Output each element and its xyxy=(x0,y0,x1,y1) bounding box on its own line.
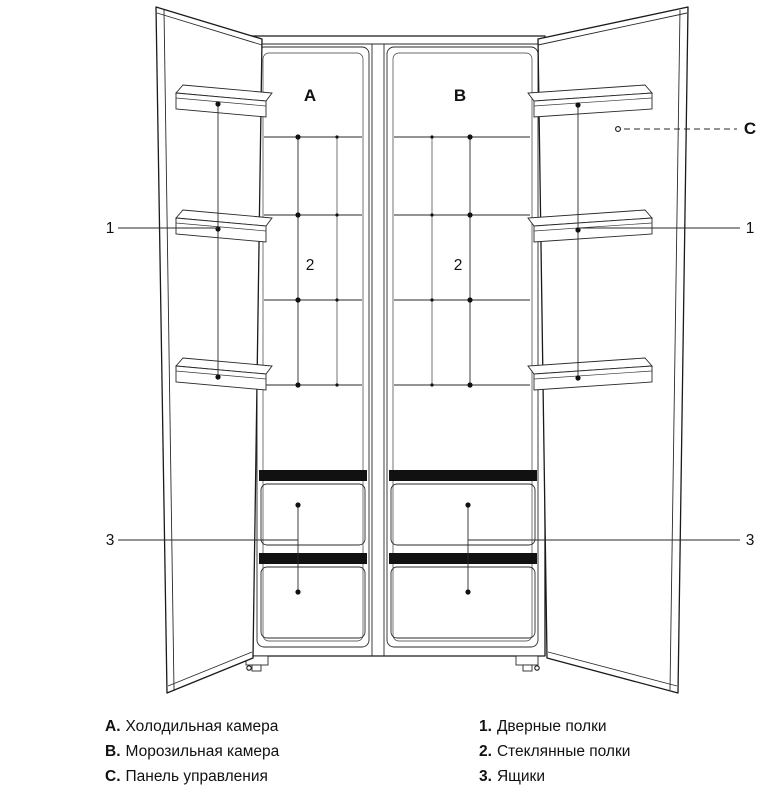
legend-key-3: 3. xyxy=(479,768,492,785)
drawer-rail xyxy=(259,470,367,481)
label-door-shelves-right: 1 xyxy=(746,220,755,237)
hinge-bracket-right xyxy=(515,655,539,666)
legend-column-letters: A.Холодильная камера B.Морозильная камер… xyxy=(105,714,279,789)
label-glass-shelves-left: 2 xyxy=(306,257,315,274)
drawer-front xyxy=(260,566,366,639)
drawer-front xyxy=(260,483,366,546)
label-compartment-a: A xyxy=(304,86,316,105)
door-bin xyxy=(175,357,273,391)
legend-key-c: C. xyxy=(105,768,121,785)
cabinet-body xyxy=(249,35,546,657)
legend-item-1: 1.Дверные полки xyxy=(479,714,630,739)
right-door-edge-line xyxy=(669,9,681,691)
label-control-panel-c: C xyxy=(744,119,756,138)
right-door-panel xyxy=(537,6,689,694)
drawer-rail xyxy=(389,553,537,564)
drawer-rail xyxy=(259,553,367,564)
door-bin xyxy=(527,209,653,243)
legend-item-2: 2.Стеклянные полки xyxy=(479,739,630,764)
label-compartment-b: B xyxy=(454,86,466,105)
legend-key-1: 1. xyxy=(479,718,492,735)
legend-key-2: 2. xyxy=(479,743,492,760)
fridge-line-drawing: A B C 1 1 2 2 3 3 xyxy=(106,6,756,694)
callout-leaders xyxy=(118,101,740,541)
legend-item-3: 3.Ящики xyxy=(479,764,630,789)
door-bin xyxy=(175,209,273,243)
legend-column-numbers: 1.Дверные полки 2.Стеклянные полки 3.Ящи… xyxy=(479,714,630,789)
glass-shelves-b xyxy=(394,134,530,388)
callout-labels: A B C 1 1 2 2 3 3 xyxy=(106,86,756,549)
hinge-pin-right xyxy=(534,665,540,671)
legend-label-b: Морозильная камера xyxy=(125,743,280,760)
drawer-front xyxy=(390,566,536,639)
legend-key-b: B. xyxy=(105,743,121,760)
door-bin xyxy=(175,84,273,118)
drawers-a xyxy=(259,470,367,639)
legend-item-c: C.Панель управления xyxy=(105,764,279,789)
compartment-b xyxy=(386,46,539,648)
legend-item-b: B.Морозильная камера xyxy=(105,739,279,764)
door-bin xyxy=(527,357,653,391)
legend-key-a: A. xyxy=(105,718,121,735)
legend-item-a: A.Холодильная камера xyxy=(105,714,279,739)
label-glass-shelves-right: 2 xyxy=(454,257,463,274)
legend-label-c: Панель управления xyxy=(125,768,268,785)
left-door-edge-line xyxy=(163,9,175,691)
drawer-rail xyxy=(389,470,537,481)
door-bin xyxy=(527,84,653,118)
label-drawers-left: 3 xyxy=(106,532,115,549)
left-door xyxy=(155,6,273,694)
hinge-pin-left xyxy=(246,665,252,671)
liner-inner xyxy=(262,52,364,642)
drawer-front xyxy=(390,483,536,546)
legend-label-1: Дверные полки xyxy=(496,718,607,735)
bottom-hinges xyxy=(245,655,540,672)
legend-label-2: Стеклянные полки xyxy=(496,743,631,760)
control-panel-point xyxy=(615,126,621,132)
left-door-panel xyxy=(155,6,263,694)
cabinet-outline xyxy=(249,35,546,657)
right-door xyxy=(527,6,689,694)
legend-label-3: Ящики xyxy=(496,768,545,785)
liner-outer xyxy=(386,46,539,648)
label-door-shelves-left: 1 xyxy=(106,220,115,237)
drawers-b xyxy=(389,470,537,639)
glass-shelves-a xyxy=(264,134,362,388)
compartment-a xyxy=(256,46,370,648)
label-drawers-right: 3 xyxy=(746,532,755,549)
liner-inner xyxy=(392,52,533,642)
legend-label-a: Холодильная камера xyxy=(125,718,279,735)
